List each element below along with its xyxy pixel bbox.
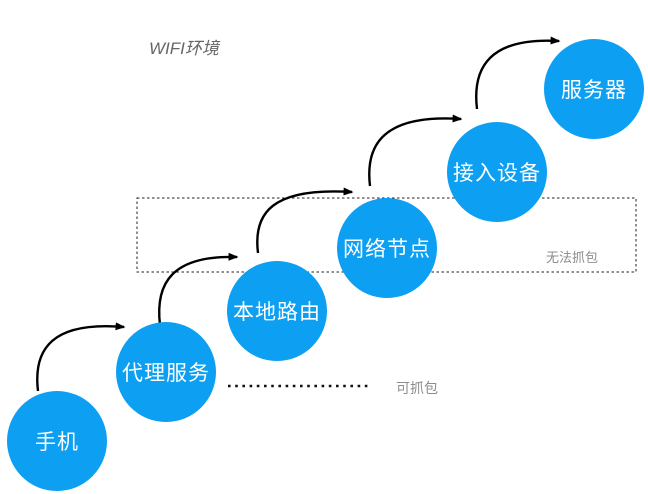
node-access-device-label: 接入设备 xyxy=(453,162,541,185)
diagram-title: WIFI环境 xyxy=(149,39,219,58)
node-access-device: 接入设备 xyxy=(447,122,547,222)
node-phone: 手机 xyxy=(7,391,107,491)
node-network-node-label: 网络节点 xyxy=(343,238,431,261)
node-local-router-label: 本地路由 xyxy=(233,301,321,324)
node-server-label: 服务器 xyxy=(561,79,627,102)
arrow-access-device-to-server xyxy=(475,36,561,110)
arrow-phone-to-proxy xyxy=(36,322,126,392)
node-proxy-service-label: 代理服务 xyxy=(122,362,210,385)
node-phone-label: 手机 xyxy=(35,431,79,454)
no-capture-zone-label: 无法抓包 xyxy=(546,250,599,265)
node-proxy-service: 代理服务 xyxy=(116,322,216,422)
arrow-router-to-network-node xyxy=(256,187,354,254)
capture-line-label: 可抓包 xyxy=(396,380,438,396)
arrow-proxy-to-router xyxy=(158,252,239,326)
node-network-node: 网络节点 xyxy=(337,198,437,298)
node-server: 服务器 xyxy=(544,39,644,139)
node-local-router: 本地路由 xyxy=(227,261,327,361)
arrow-network-node-to-access-device xyxy=(368,114,463,187)
